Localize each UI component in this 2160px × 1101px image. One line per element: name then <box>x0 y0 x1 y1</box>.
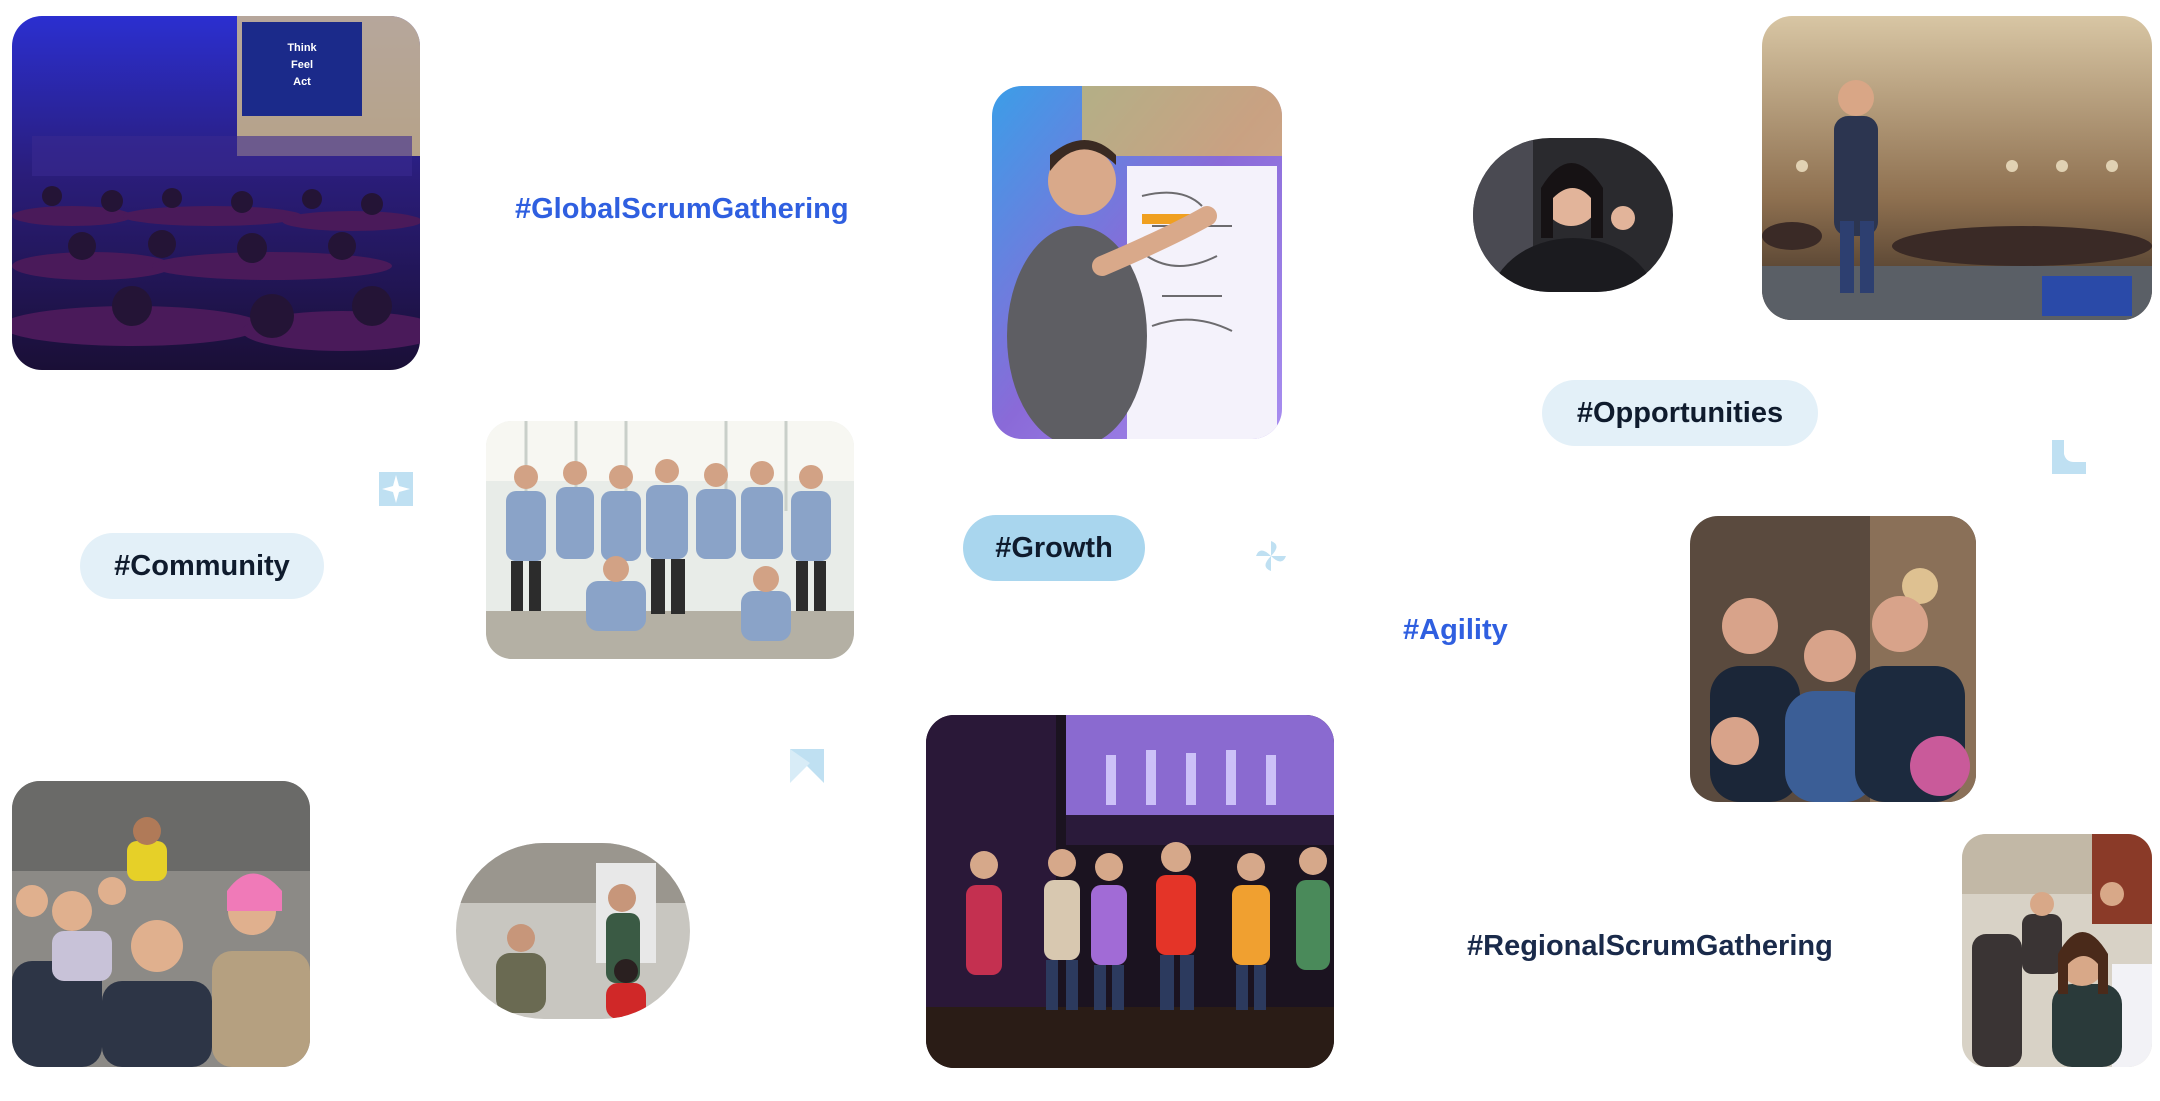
photo-graphic-recording <box>992 86 1282 439</box>
photo-ballroom-speaker <box>1762 16 2152 320</box>
photo-audience-laughing <box>12 781 310 1067</box>
screen-line-act: Act <box>293 76 311 88</box>
photo-conference-auditorium: Think Feel Act <box>12 16 420 370</box>
tag-growth: #Growth <box>963 515 1145 581</box>
pinwheel-icon <box>1254 539 1288 573</box>
photo-group-people <box>486 421 854 659</box>
photo-attendees-smiling <box>1690 516 1976 802</box>
photo-speaker-oval <box>1473 138 1673 292</box>
tag-opportunities: #Opportunities <box>1542 380 1818 446</box>
screen-line-feel: Feel <box>290 59 313 71</box>
tag-growth-label: #Growth <box>995 531 1113 564</box>
tag-community: #Community <box>80 533 324 599</box>
tag-global-scrum-gathering: #GlobalScrumGathering <box>515 193 849 225</box>
tag-agility: #Agility <box>1403 614 1508 646</box>
tag-opportunities-label: #Opportunities <box>1576 396 1784 429</box>
stage-screen-text: Think Feel Act <box>248 40 356 91</box>
tag-regional-scrum-gathering: #RegionalScrumGathering <box>1467 930 1833 962</box>
screen-line-think: Think <box>287 42 317 54</box>
step-shape-icon <box>2052 440 2086 474</box>
photo-workshop-oval <box>456 843 690 1019</box>
photo-attendee-table <box>1962 834 2152 1067</box>
tag-community-label: #Community <box>114 549 290 582</box>
photo-stage-team <box>926 715 1334 1068</box>
arrow-shape-icon <box>790 749 824 783</box>
sparkle-icon <box>379 472 413 506</box>
